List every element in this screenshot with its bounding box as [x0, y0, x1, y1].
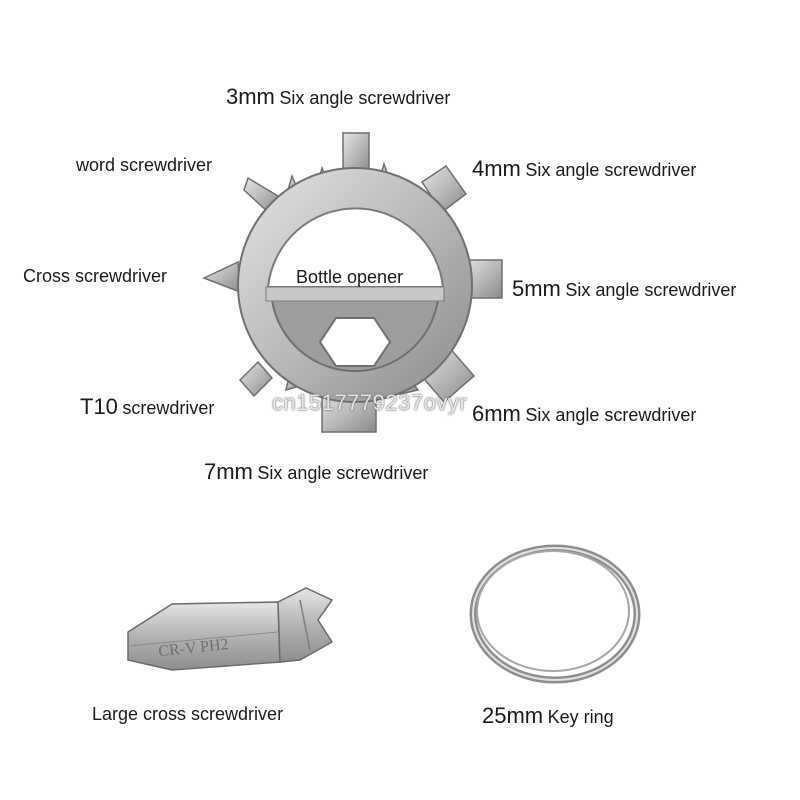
- label-5mm-size: 5mm: [512, 276, 561, 301]
- label-word-text: word screwdriver: [76, 155, 213, 175]
- label-large-cross-text: Large cross screwdriver: [92, 704, 284, 724]
- cross-tip: [202, 260, 241, 294]
- label-keyring-desc: Key ring: [547, 707, 614, 727]
- hex-3mm-tip: [342, 132, 370, 174]
- label-bottle-text: Bottle opener: [296, 267, 404, 287]
- label-word: word screwdriver: [76, 156, 212, 175]
- label-3mm-size: 3mm: [226, 84, 275, 109]
- label-6mm-desc: Six angle screwdriver: [525, 405, 697, 425]
- t10-tip: [238, 360, 274, 398]
- key-ring: [469, 544, 641, 684]
- label-6mm: 6mm Six angle screwdriver: [472, 403, 696, 425]
- label-7mm: 7mm Six angle screwdriver: [204, 461, 428, 483]
- label-bottle: Bottle opener: [296, 268, 403, 287]
- label-5mm-desc: Six angle screwdriver: [565, 280, 737, 300]
- label-t10-size: T10: [80, 394, 118, 419]
- label-keyring-size: 25mm: [482, 703, 544, 728]
- label-keyring: 25mm Key ring: [482, 705, 614, 727]
- label-6mm-size: 6mm: [472, 401, 521, 426]
- large-cross-bit: CR-V PH2: [127, 587, 334, 671]
- label-7mm-desc: Six angle screwdriver: [257, 463, 429, 483]
- label-3mm: 3mm Six angle screwdriver: [226, 86, 450, 108]
- watermark: cn1517779237ovyr: [272, 390, 468, 415]
- label-t10-desc: screwdriver: [122, 398, 215, 418]
- opener-bar: [265, 286, 445, 302]
- label-cross-text: Cross screwdriver: [23, 266, 168, 286]
- label-4mm: 4mm Six angle screwdriver: [472, 158, 696, 180]
- label-4mm-size: 4mm: [472, 156, 521, 181]
- label-t10: T10 screwdriver: [80, 396, 214, 418]
- multitool: [202, 132, 503, 433]
- label-3mm-desc: Six angle screwdriver: [279, 88, 451, 108]
- bottle-opener-hole: [266, 207, 445, 288]
- label-4mm-desc: Six angle screwdriver: [525, 160, 697, 180]
- label-cross: Cross screwdriver: [23, 267, 167, 286]
- label-7mm-size: 7mm: [204, 459, 253, 484]
- label-large-cross: Large cross screwdriver: [92, 705, 283, 724]
- hex-socket: [318, 317, 392, 367]
- label-5mm: 5mm Six angle screwdriver: [512, 278, 736, 300]
- bit-shank: [127, 601, 281, 671]
